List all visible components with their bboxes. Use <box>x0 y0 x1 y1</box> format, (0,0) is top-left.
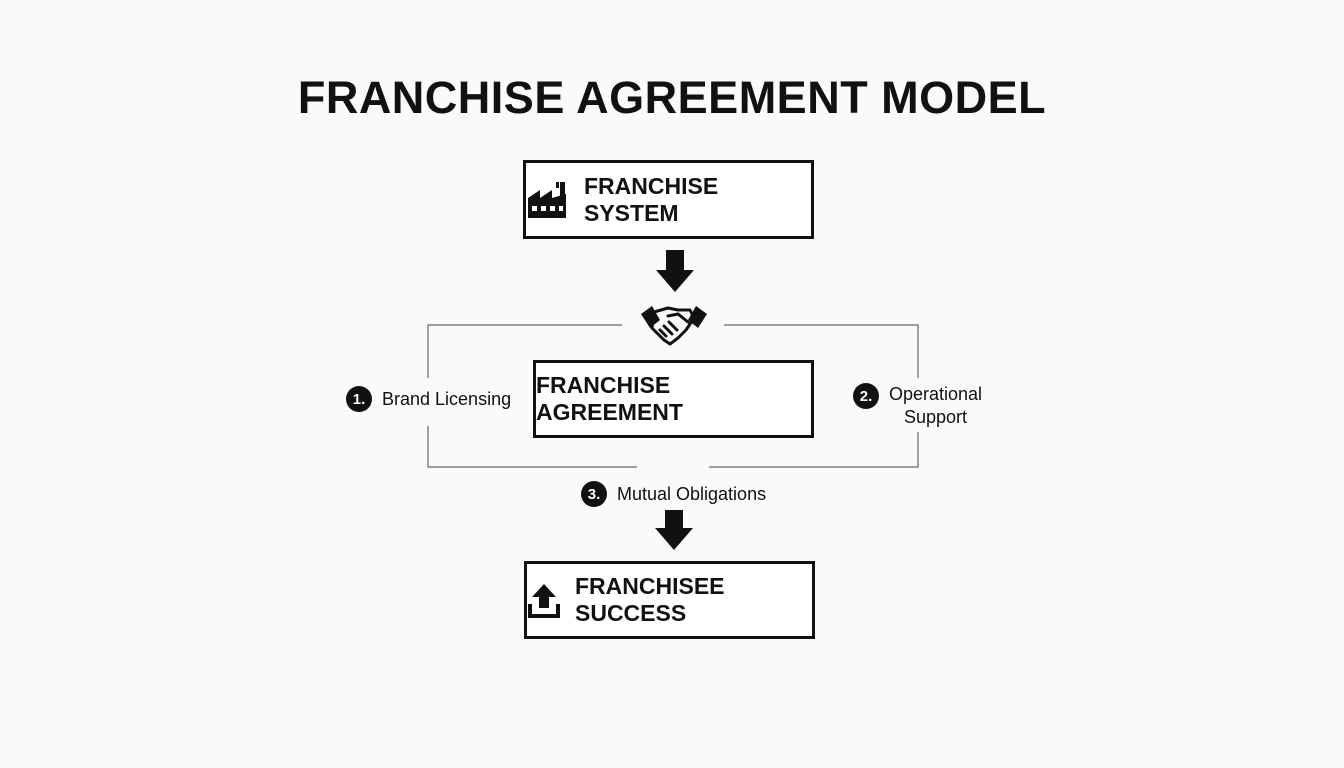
right-bracket-line-lower <box>709 432 919 468</box>
component-label: Operational Support <box>889 383 982 429</box>
franchise-agreement-node: FRANCHISE AGREEMENT <box>533 360 814 438</box>
component-number-badge: 1. <box>346 386 372 412</box>
component-label-line2: Support <box>904 407 968 427</box>
component-number-badge: 3. <box>581 481 607 507</box>
left-bracket-line <box>427 324 622 378</box>
component-label: Mutual Obligations <box>617 483 767 504</box>
component-number-badge: 2. <box>853 383 879 409</box>
component-label-line1: Operational <box>889 384 983 404</box>
franchisee-success-node: FRANCHISEE SUCCESS <box>524 561 815 639</box>
down-arrow-icon <box>655 510 693 550</box>
franchise-system-label: FRANCHISE SYSTEM <box>584 172 719 226</box>
component-label: Brand Licensing <box>382 388 512 409</box>
factory-icon <box>526 180 570 220</box>
handshake-icon <box>638 300 710 355</box>
right-bracket-line <box>724 324 919 378</box>
franchise-agreement-label: FRANCHISE AGREEMENT <box>536 372 683 425</box>
upload-arrow-icon <box>527 582 561 618</box>
down-arrow-icon <box>656 250 694 292</box>
left-bracket-line-lower <box>427 426 637 468</box>
component-brand-licensing: 1. Brand Licensing <box>346 386 511 412</box>
component-operational-support: 2. Operational Support <box>853 383 982 429</box>
franchisee-success-label: FRANCHISEE SUCCESS <box>575 573 725 626</box>
component-mutual-obligations: 3. Mutual Obligations <box>581 481 766 507</box>
diagram-title: FRANCHISE AGREEMENT MODEL <box>297 72 1047 123</box>
franchise-system-node: FRANCHISE SYSTEM <box>523 160 814 239</box>
